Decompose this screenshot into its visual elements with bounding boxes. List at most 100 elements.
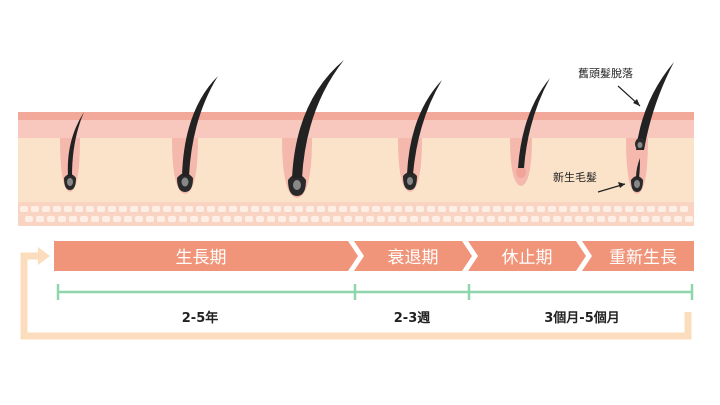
fat-cell	[196, 206, 204, 212]
annotation-shed-hair-text: 舊頭髮脫落	[578, 66, 633, 80]
fat-cell	[405, 206, 413, 212]
follicle-telogen	[510, 78, 550, 186]
fat-cell	[317, 206, 325, 212]
fat-cell	[394, 206, 402, 212]
fat-cell	[102, 216, 110, 222]
fat-cell	[526, 206, 534, 212]
fat-cell	[438, 206, 446, 212]
fat-cell	[625, 206, 633, 212]
stage-chevron-3	[468, 241, 586, 271]
fat-cell	[245, 216, 253, 222]
fat-cell	[124, 216, 132, 222]
fat-cell	[559, 206, 567, 212]
fat-cell	[416, 206, 424, 212]
fat-cell	[135, 216, 143, 222]
fat-cell	[449, 206, 457, 212]
fat-cell	[471, 206, 479, 212]
fat-cell	[548, 206, 556, 212]
fat-cell	[432, 216, 440, 222]
fat-cell	[141, 206, 149, 212]
cycle-return-arrow	[20, 247, 692, 340]
fat-cell	[647, 206, 655, 212]
fat-cell	[531, 216, 539, 222]
dermis-layer	[18, 138, 694, 202]
skin-surface-line	[18, 112, 694, 120]
stage-bar: 生長期 衰退期 休止期 重新生長	[54, 241, 694, 271]
fat-cell	[108, 206, 116, 212]
fat-cell	[328, 206, 336, 212]
fat-cell	[306, 206, 314, 212]
fat-cell	[344, 216, 352, 222]
fat-cell	[663, 216, 671, 222]
epidermis-layer	[18, 120, 694, 138]
fat-cell	[212, 216, 220, 222]
fat-cell	[201, 216, 209, 222]
fat-cell	[399, 216, 407, 222]
annotation-shed-hair: 舊頭髮脫落	[578, 66, 641, 107]
fat-cell	[295, 206, 303, 212]
fat-cell	[256, 216, 264, 222]
fat-cell	[179, 216, 187, 222]
fat-cell	[223, 216, 231, 222]
fat-cell	[575, 216, 583, 222]
fat-cell	[168, 216, 176, 222]
fat-cell	[553, 216, 561, 222]
fat-cell	[157, 216, 165, 222]
fat-cell	[603, 206, 611, 212]
fat-cell	[619, 216, 627, 222]
fat-cell	[229, 206, 237, 212]
fat-cell	[652, 216, 660, 222]
fat-cell	[476, 216, 484, 222]
annotation-new-hair-text: 新生毛髮	[553, 170, 597, 184]
follicle-growth-3	[282, 60, 344, 198]
annotation-new-hair: 新生毛髮	[553, 170, 626, 193]
fat-cell	[311, 216, 319, 222]
fat-cell	[273, 206, 281, 212]
fat-cell	[75, 206, 83, 212]
fat-cell	[674, 216, 682, 222]
fat-cell	[47, 216, 55, 222]
fat-cell	[564, 216, 572, 222]
fat-cell	[240, 206, 248, 212]
fat-cell	[597, 216, 605, 222]
skin-cross-section	[18, 112, 694, 226]
fat-cell	[20, 206, 28, 212]
fat-cell	[586, 216, 594, 222]
follicle-regrowth	[626, 62, 674, 194]
hair-strand	[518, 78, 550, 168]
fat-cell	[119, 206, 127, 212]
fat-cell	[152, 206, 160, 212]
fat-cell	[185, 206, 193, 212]
fat-cell	[322, 216, 330, 222]
fat-cell	[97, 206, 105, 212]
duration-timeline: 2-5年 2-3週 3個月-5個月	[56, 284, 694, 326]
fat-cell	[383, 206, 391, 212]
fat-cell	[31, 206, 39, 212]
hair-strand	[67, 112, 84, 176]
fat-cell	[482, 206, 490, 212]
fat-cell-pattern	[20, 206, 693, 222]
fat-cell	[190, 216, 198, 222]
fat-cell	[163, 206, 171, 212]
fat-cell	[581, 206, 589, 212]
old-hair-strand	[636, 62, 674, 150]
fat-cell	[542, 216, 550, 222]
stage-label-catagen: 衰退期	[388, 248, 439, 268]
fat-cell	[669, 206, 677, 212]
fat-cell	[421, 216, 429, 222]
fat-cell	[410, 216, 418, 222]
fat-cell	[146, 216, 154, 222]
fat-cell	[361, 206, 369, 212]
fat-cell	[658, 206, 666, 212]
fat-cell	[58, 216, 66, 222]
fat-cell	[504, 206, 512, 212]
fat-cell	[592, 206, 600, 212]
hair-strand	[407, 80, 442, 174]
fat-cell	[630, 216, 638, 222]
fat-cell	[355, 216, 363, 222]
fat-cell	[427, 206, 435, 212]
fat-cell	[284, 206, 292, 212]
fat-cell	[234, 216, 242, 222]
fat-cell	[509, 216, 517, 222]
